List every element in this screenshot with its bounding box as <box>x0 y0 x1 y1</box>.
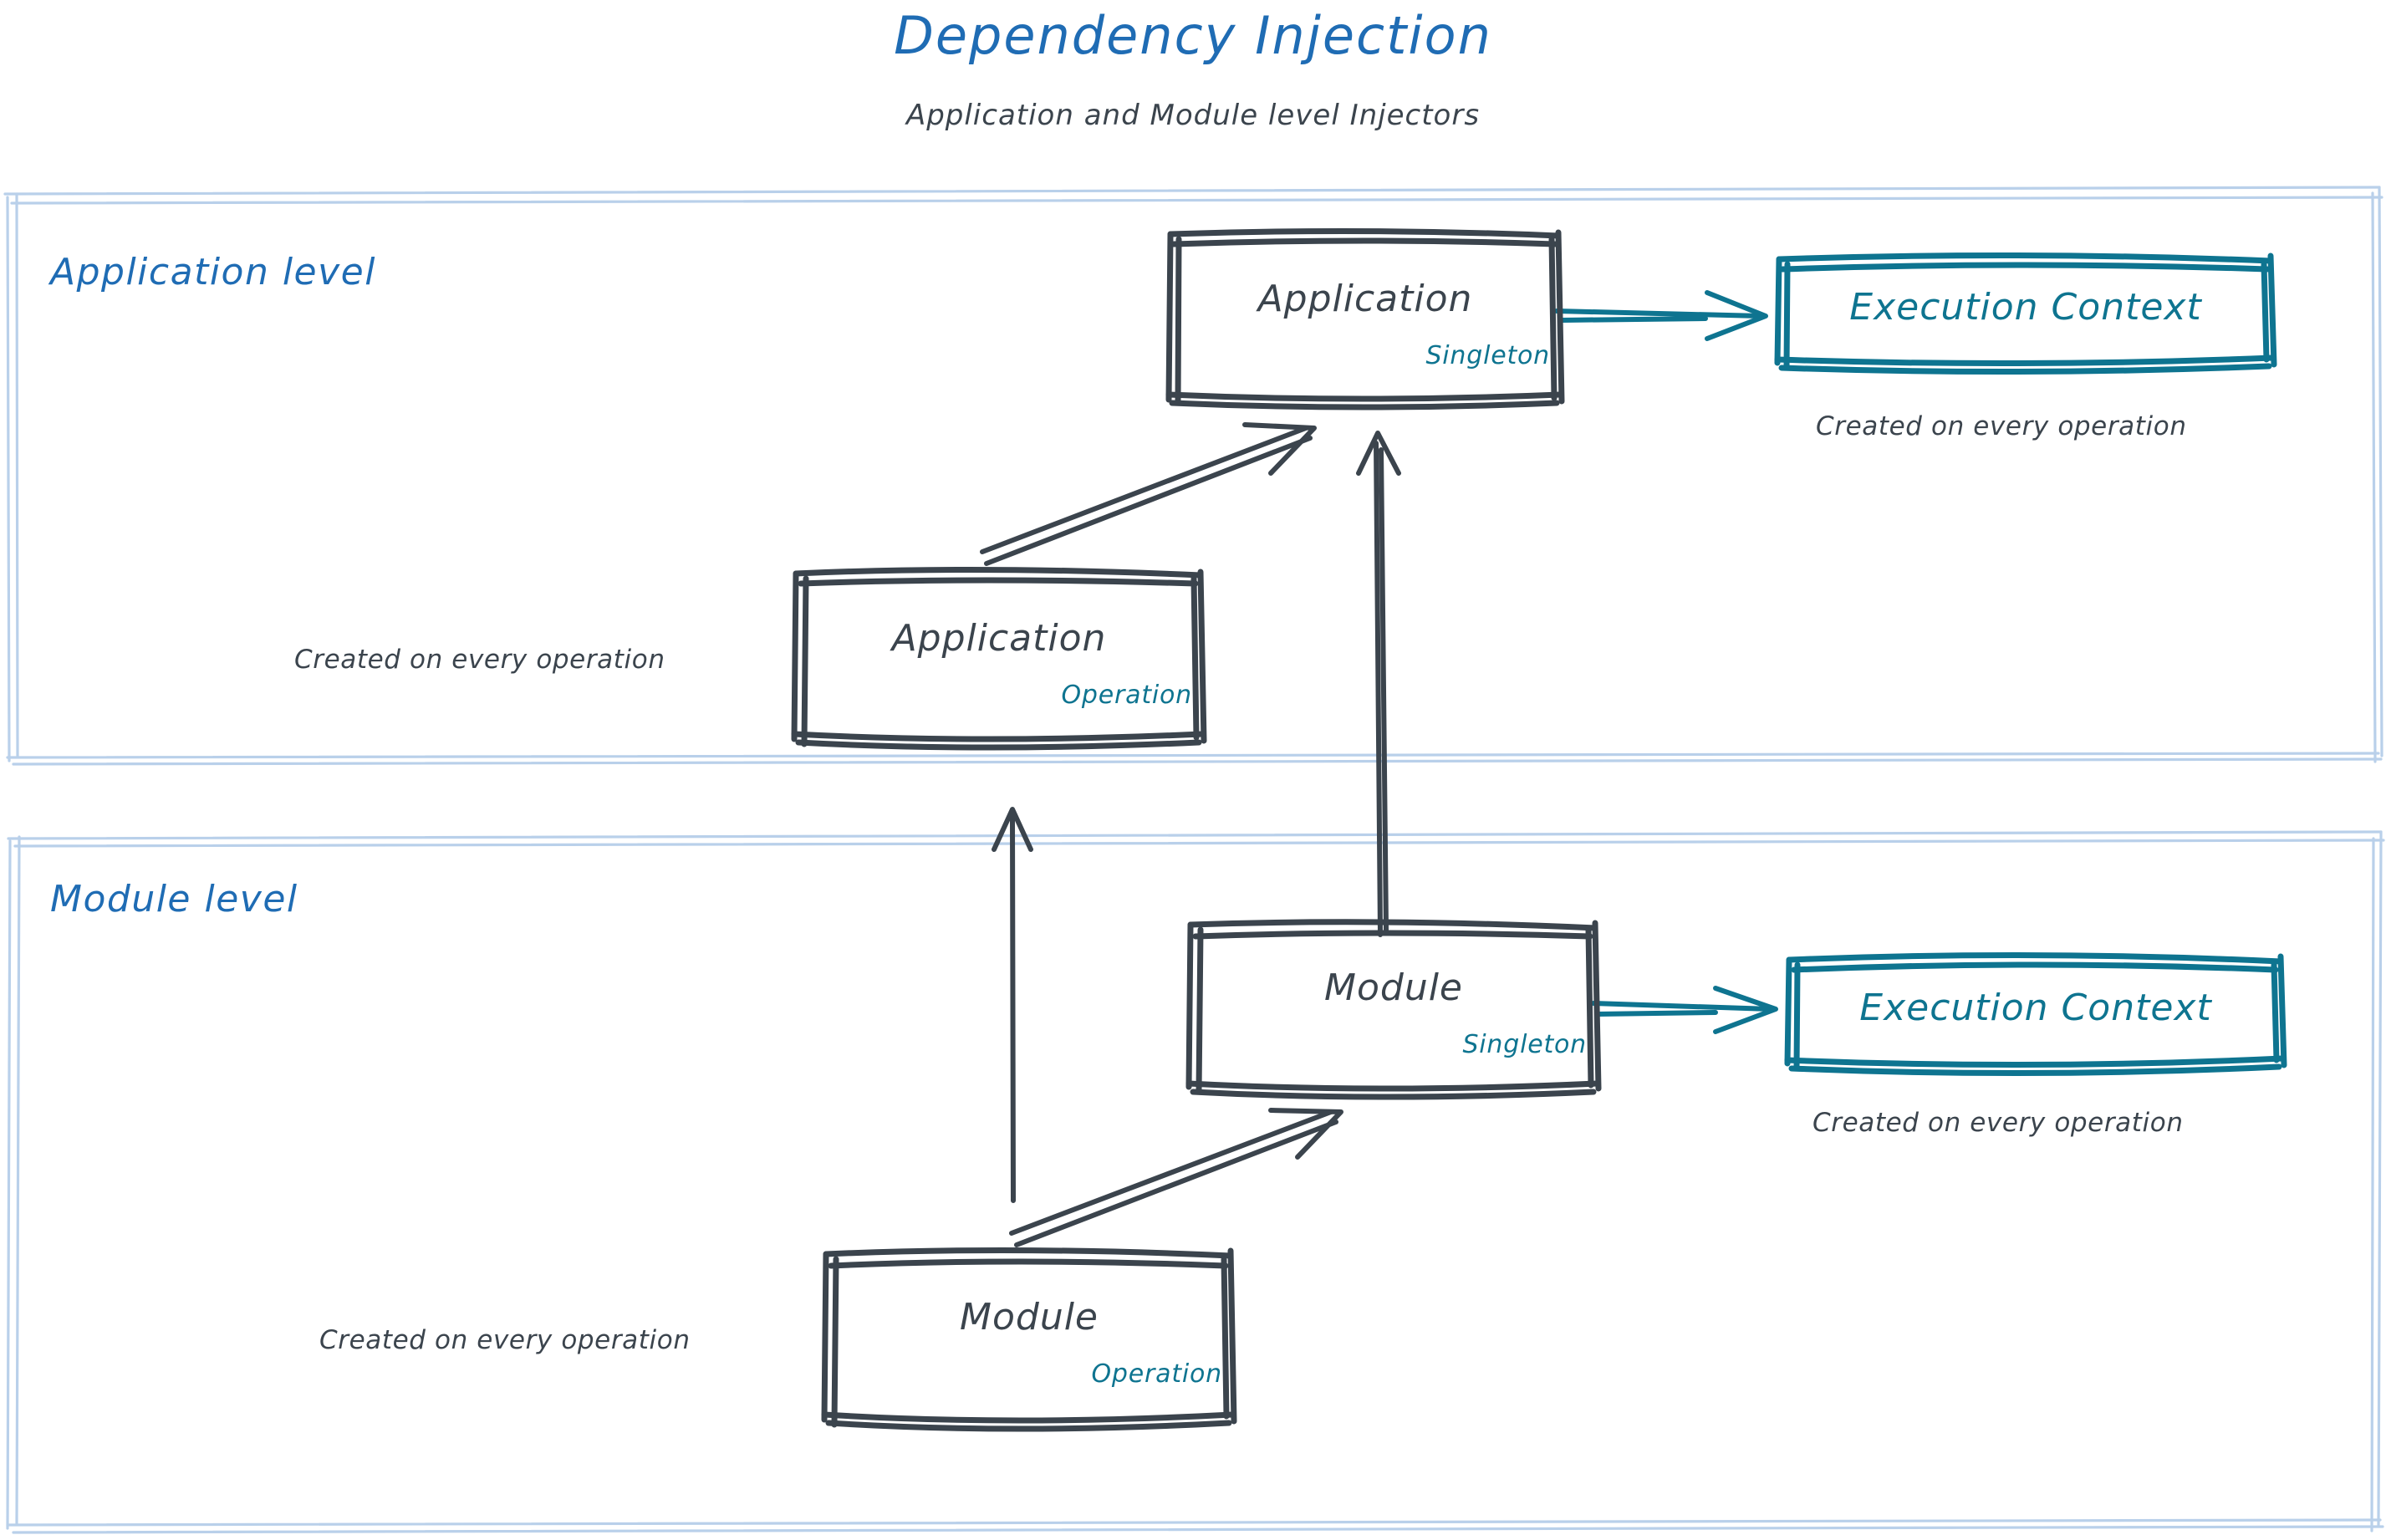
node-application-operation-scope: Operation <box>1061 681 1192 710</box>
node-application-execution-context[interactable]: Execution Context <box>1777 256 2274 368</box>
page-subtitle: Application and Module level Injectors <box>905 99 1481 132</box>
arrow-app-operation-to-app-singleton <box>980 422 1317 566</box>
node-module-execution-context-title: Execution Context <box>1859 987 2212 1029</box>
node-application-operation-title: Application <box>891 617 1107 660</box>
arrow-module-operation-to-app-operation <box>992 807 1033 1203</box>
arrow-module-singleton-to-exec-context <box>1591 986 1778 1034</box>
note-module-operation: Created on every operation <box>319 1325 691 1355</box>
node-module-operation[interactable]: Module Operation <box>824 1251 1234 1425</box>
node-module-singleton[interactable]: Module Singleton <box>1189 923 1598 1090</box>
node-application-singleton-scope: Singleton <box>1425 341 1550 370</box>
section-label-module-level: Module level <box>50 878 298 920</box>
note-application-operation: Created on every operation <box>294 645 665 675</box>
node-application-singleton-title: Application <box>1257 278 1473 320</box>
node-module-operation-scope: Operation <box>1091 1359 1222 1389</box>
node-module-singleton-title: Module <box>1324 966 1463 1009</box>
arrow-app-singleton-to-exec-context <box>1554 290 1768 341</box>
node-application-operation[interactable]: Application Operation <box>794 572 1204 744</box>
node-module-execution-context[interactable]: Execution Context <box>1787 956 2284 1068</box>
arrow-module-singleton-to-app-singleton <box>1356 431 1401 937</box>
node-module-operation-title: Module <box>960 1296 1099 1339</box>
node-module-singleton-scope: Singleton <box>1462 1030 1587 1059</box>
node-application-execution-context-title: Execution Context <box>1849 286 2202 329</box>
note-application-exec-context: Created on every operation <box>1816 411 2187 441</box>
note-module-exec-context: Created on every operation <box>1812 1108 2184 1138</box>
page-title: Dependency Injection <box>894 5 1492 66</box>
node-application-singleton[interactable]: Application Singleton <box>1169 232 1562 405</box>
section-label-application-level: Application level <box>50 251 376 293</box>
arrow-module-operation-to-module-singleton <box>1009 1108 1343 1247</box>
